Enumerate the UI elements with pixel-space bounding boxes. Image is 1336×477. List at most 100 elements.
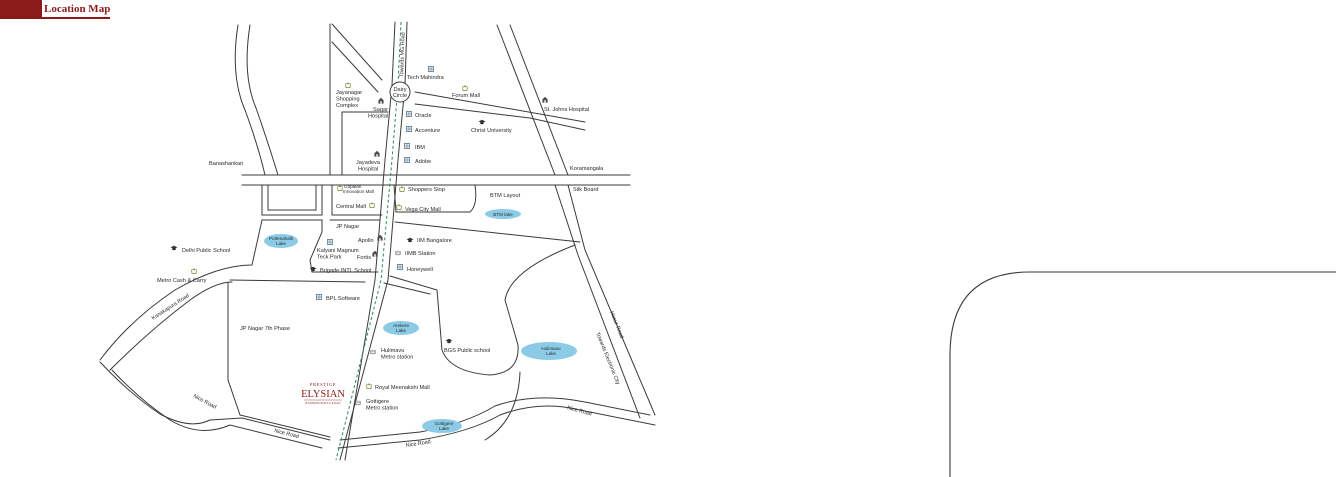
road-hosur-south-west: [554, 184, 641, 419]
svg-text:IIMB Station: IIMB Station: [405, 251, 435, 257]
svg-text:BPL Software: BPL Software: [326, 296, 360, 302]
btm-lake-label: BTM lake: [493, 212, 513, 217]
landmark-accenture[interactable]: Accenture: [406, 126, 440, 134]
landmark-fortis[interactable]: Fortis: [357, 250, 378, 261]
landmark-delhi-public-school[interactable]: Delhi Public School: [170, 245, 231, 254]
landmark-bpl-software[interactable]: BPL Software: [316, 294, 360, 302]
landmark-st-johns-hospital[interactable]: St. Johns Hospital: [542, 96, 589, 113]
road-left-arc-inner: [246, 24, 279, 176]
svg-text:Metro Cash & Carry: Metro Cash & Carry: [157, 278, 207, 284]
road-jp-7th-south: [239, 414, 331, 438]
svg-text:IIM Bangalore: IIM Bangalore: [417, 238, 452, 244]
road-btm-link: [394, 221, 581, 243]
area-jp-nagar: JP Nagar: [336, 224, 359, 230]
block-west-inner: [267, 184, 317, 211]
building-icon: [406, 126, 412, 132]
svg-text:Adobe: Adobe: [415, 159, 431, 165]
road-left-arc-outer: [234, 24, 266, 176]
landmark-brigade-intl-school[interactable]: Brigade INTL School: [309, 266, 372, 274]
road-jp-7th-west: [227, 282, 241, 416]
puttenahalli-lake: [264, 234, 298, 248]
btm-lake: [485, 209, 521, 219]
landmark-forum-mall[interactable]: Forum Mall: [452, 85, 480, 99]
landmark-iim-bangalore[interactable]: IIM Bangalore: [406, 237, 452, 244]
metro-icon: [370, 349, 376, 355]
landmark-royal-meenakshi-mall[interactable]: Royal Meenakshi Mall: [366, 383, 430, 391]
svg-text:Delhi Public School: Delhi Public School: [182, 248, 230, 254]
landmark-christ-university[interactable]: Christ University: [471, 119, 512, 134]
page-title: Location Map: [44, 3, 111, 15]
landmark-apollo[interactable]: Apollo: [358, 234, 383, 244]
svg-text:Brigade INTL School: Brigade INTL School: [320, 268, 371, 274]
arekere-lake: [383, 321, 419, 335]
road-label-kanakapura: Kanakapura Road: [151, 293, 191, 322]
mall-icon: [369, 202, 375, 208]
graduation-cap-icon: [478, 119, 486, 125]
landmark-vega-city-mall[interactable]: Vega City Mall: [396, 204, 441, 213]
svg-text:St. Johns Hospital: St. Johns Hospital: [544, 107, 589, 113]
landmark-tech-mahindra[interactable]: Tech Mahindra: [407, 66, 445, 81]
landmark-shoppers-stop[interactable]: Shoppers Stop: [399, 186, 445, 193]
landmark-adobe[interactable]: Adobe: [404, 157, 431, 165]
building-icon: [406, 111, 412, 117]
svg-text:Accenture: Accenture: [415, 128, 440, 134]
road-hosur-connector: [414, 91, 586, 123]
mall-icon: [345, 82, 351, 88]
svg-text:Apollo: Apollo: [358, 238, 374, 244]
gottigere-lake: [422, 419, 462, 433]
building-icon: [397, 264, 403, 270]
road-label-electronic-city: Towards Electronic City: [594, 332, 621, 386]
landmark-central-mall[interactable]: Central Mall: [336, 202, 375, 210]
landmark-bgs-public-school[interactable]: BGS Public school: [444, 338, 490, 354]
road-label-mg-road: Towards MG Road: [399, 32, 407, 77]
road-hosur-connector-lower: [414, 103, 586, 131]
mall-icon: [396, 204, 402, 210]
svg-text:BGS Public school: BGS Public school: [444, 348, 490, 354]
metro-icon: [355, 400, 361, 406]
block-vega: [393, 184, 477, 213]
project-logo-prestige-elysian[interactable]: PRESTIGE ELYSIAN BANNERGHATTA ROAD: [301, 382, 345, 405]
svg-text:Oracle: Oracle: [415, 113, 431, 119]
landmark-metro-cash-carry[interactable]: Metro Cash & Carry: [157, 268, 207, 284]
svg-text:PRESTIGE: PRESTIGE: [310, 382, 336, 387]
road-label-nice-right: Nice Road: [566, 405, 592, 417]
svg-text:Honeywell: Honeywell: [407, 267, 433, 273]
road-jp-nagar-loop: [261, 219, 379, 273]
svg-text:Fortis: Fortis: [357, 255, 371, 261]
graduation-cap-icon: [445, 338, 453, 344]
road-nw-diagonal-lower: [331, 41, 379, 93]
landmark-ibm[interactable]: IBM: [404, 143, 425, 151]
svg-text:Vega City Mall: Vega City Mall: [405, 207, 441, 213]
landmark-oracle[interactable]: Oracle: [406, 111, 431, 119]
graduation-cap-icon: [406, 237, 414, 243]
graduation-cap-icon: [170, 245, 178, 251]
dairy-circle[interactable]: [389, 81, 411, 103]
map-frame-corner: [949, 271, 1336, 477]
mall-icon: [366, 383, 372, 389]
building-icon: [428, 66, 434, 72]
mall-icon: [337, 185, 343, 191]
landmark-honeywell[interactable]: Honeywell: [397, 264, 433, 273]
svg-text:BANNERGHATTA ROAD: BANNERGHATTA ROAD: [305, 401, 340, 405]
hospital-icon: [378, 97, 384, 104]
svg-text:Christ University: Christ University: [471, 128, 512, 134]
hospital-icon: [377, 234, 383, 241]
landmark-iimb-station[interactable]: IIMB Station: [395, 250, 436, 257]
svg-text:IBM: IBM: [415, 145, 425, 151]
